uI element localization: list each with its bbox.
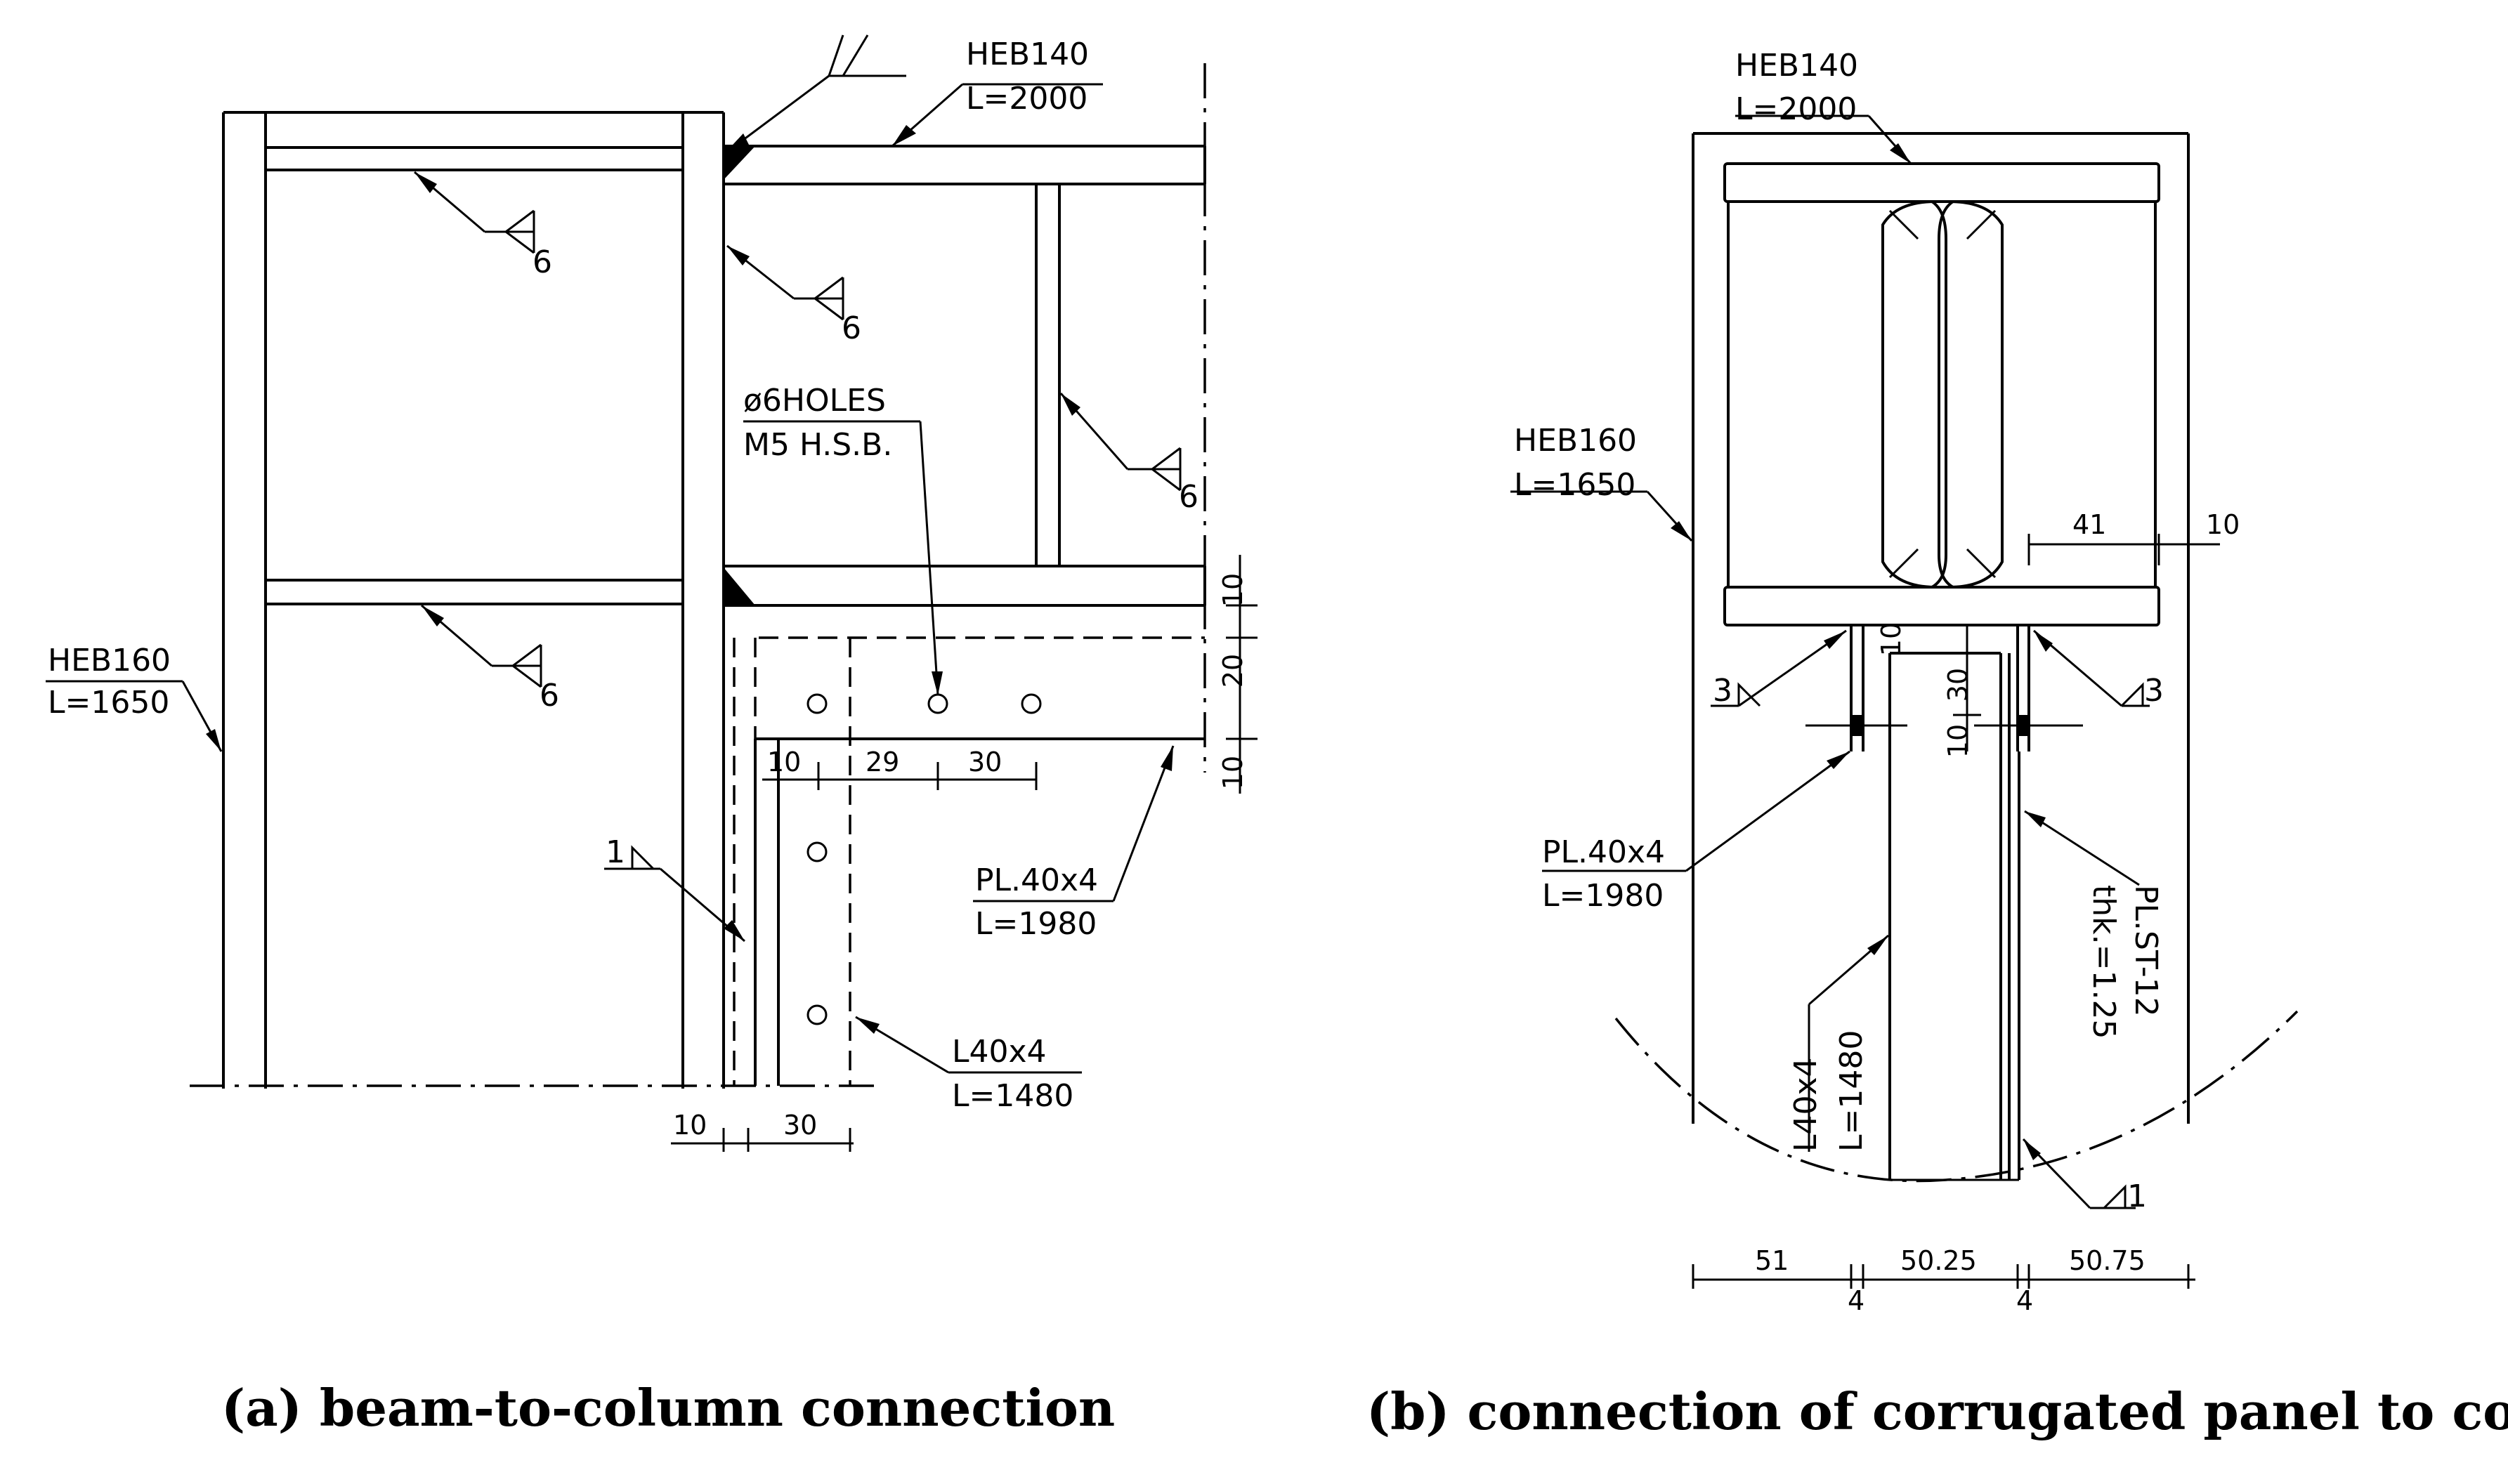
beam-name-a: HEB140 [966, 37, 1089, 72]
dim-gap-4-b-b: 4 [2016, 1285, 2033, 1316]
column-heb160-b [1692, 132, 2190, 1124]
labels-a: HEB140 L=2000 HEB160 L=1650 ø6HOLES M5 H… [48, 37, 1248, 1141]
plate-name-b: PL.40x4 [1542, 834, 1665, 870]
dim-plate-10-a: 10 [767, 747, 801, 777]
column-length-b: L=1650 [1514, 467, 1635, 503]
weld-fillet-top-a [724, 146, 755, 180]
angle-and-plates-b [1805, 625, 2083, 1181]
dim-51-b: 51 [1755, 1245, 1789, 1276]
dim-vert-10-a-b: 10 [1876, 622, 1907, 656]
plate-pl40x4-a [755, 636, 1205, 740]
caption-b: (b) connection of corrugated panel to co… [1366, 1381, 2508, 1441]
column-length-a: L=1650 [48, 685, 169, 721]
dim-vert-20-a: 20 [1217, 654, 1248, 688]
dim-vert-10-bottom-a: 10 [1217, 756, 1248, 789]
dim-angle-30-a: 30 [783, 1110, 817, 1141]
dim-5025-b: 50.25 [1900, 1245, 1977, 1276]
leaders-a [46, 34, 1180, 1074]
beam-heb140-b [1723, 162, 2160, 626]
plate-name-a: PL.40x4 [975, 862, 1098, 898]
bolt-holes-a [806, 693, 1042, 1025]
dim-angle-10-a: 10 [673, 1110, 707, 1141]
dim-41-b: 41 [2072, 509, 2106, 540]
plate-length-b: L=1980 [1542, 878, 1664, 914]
angle-length-a: L=1480 [952, 1078, 1073, 1114]
angle-length-b: L=1480 [1834, 1030, 1869, 1152]
column-heb160-a [222, 111, 725, 1089]
break-arc-b [1614, 1010, 2299, 1183]
holes-line1-a: ø6HOLES [743, 383, 886, 419]
dim-plate-30-a: 30 [968, 747, 1002, 777]
weld-size-4-a: 6 [540, 678, 559, 714]
dimension-lines-b [1692, 534, 2220, 1289]
dim-5075-b: 50.75 [2069, 1245, 2145, 1276]
plate-length-a: L=1980 [975, 906, 1097, 942]
beam-heb140-a [724, 63, 1206, 773]
beam-length-b: L=2000 [1735, 91, 1857, 127]
dim-10-top-b: 10 [2206, 509, 2240, 540]
weld-size-3-b: 1 [2127, 1178, 2147, 1214]
weld-size-5-a: 1 [606, 834, 625, 870]
angle-label-b: L40x4 [1788, 1057, 1824, 1152]
column-name-b: HEB160 [1514, 423, 1637, 459]
weld-fillet-bottom-a [724, 567, 755, 605]
labels-b: HEB140 L=2000 HEB160 L=1650 PL.40x4 L=19… [1514, 48, 2240, 1316]
weld-size-2-b: 3 [2144, 673, 2164, 709]
column-name-a: HEB160 [48, 643, 171, 678]
panel-b-drawing: HEB140 L=2000 HEB160 L=1650 PL.40x4 L=19… [1366, 48, 2508, 1441]
angle-l40x4-a [733, 638, 851, 1086]
dim-vert-10-top-a: 10 [1217, 573, 1248, 607]
beam-length-a: L=2000 [966, 81, 1088, 117]
weld-size-1-a: 6 [533, 244, 552, 280]
weld-symbols-b [1737, 682, 2144, 1209]
weld-symbols-a [504, 209, 1182, 870]
panel-thickness-b: thk.=1.25 [2086, 885, 2122, 1039]
dim-vert-30-b: 30 [1942, 668, 1973, 702]
dimension-lines-a [671, 555, 1258, 1152]
weld-size-1-b: 3 [1713, 673, 1732, 709]
panel-a-drawing: HEB140 L=2000 HEB160 L=1650 ø6HOLES M5 H… [46, 34, 1258, 1438]
dim-plate-29-a: 29 [866, 747, 899, 777]
weld-size-2-a: 6 [842, 310, 861, 346]
leaders-b [1510, 114, 2150, 1209]
panel-label-b: PL.ST-12 [2128, 885, 2164, 1017]
caption-a: (a) beam-to-column connection [221, 1378, 1115, 1438]
dim-vert-10-b-b: 10 [1942, 724, 1973, 758]
beam-name-b: HEB140 [1735, 48, 1858, 84]
angle-name-a: L40x4 [952, 1034, 1047, 1070]
weld-size-3-a: 6 [1179, 479, 1199, 515]
dim-gap-4-a-b: 4 [1848, 1285, 1864, 1316]
holes-line2-a: M5 H.S.B. [743, 427, 892, 463]
